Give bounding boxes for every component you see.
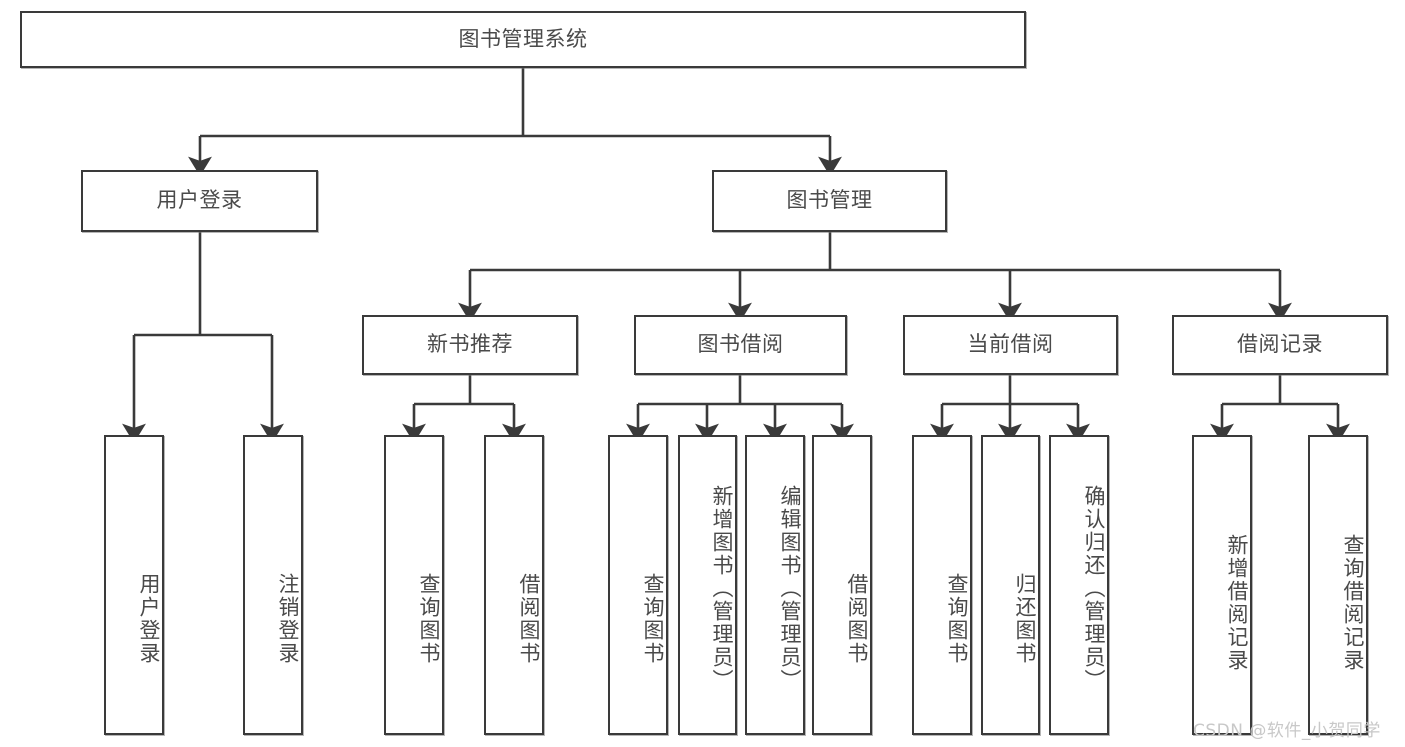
node-leaf-query-book-3[interactable]: 查询图书: [912, 435, 972, 735]
node-leaf-confirm-return-label: 确认归还（管理员）: [1082, 484, 1106, 692]
csdn-watermark: CSDN @软件_小贺同学: [1193, 721, 1381, 741]
node-leaf-edit-book-label: 编辑图书（管理员）: [778, 484, 802, 692]
node-leaf-user-login-label: 用户登录: [137, 573, 161, 665]
node-root[interactable]: 图书管理系统: [20, 11, 1026, 68]
node-leaf-return-book-label: 归还图书: [1013, 573, 1037, 665]
node-book-manage[interactable]: 图书管理: [712, 170, 947, 232]
node-leaf-add-book-label: 新增图书（管理员）: [710, 484, 734, 692]
node-leaf-borrow-book-1[interactable]: 借阅图书: [484, 435, 544, 735]
node-book-manage-label: 图书管理: [786, 188, 873, 213]
node-book-borrow-label: 图书借阅: [697, 332, 784, 357]
node-leaf-confirm-return[interactable]: 确认归还（管理员）: [1049, 435, 1109, 735]
node-leaf-add-book[interactable]: 新增图书（管理员）: [678, 435, 737, 735]
node-leaf-query-book-1[interactable]: 查询图书: [384, 435, 444, 735]
node-leaf-user-login[interactable]: 用户登录: [104, 435, 164, 735]
node-leaf-add-record-label: 新增借阅记录: [1225, 534, 1249, 672]
node-leaf-query-record-label: 查询借阅记录: [1341, 534, 1365, 672]
node-user-login[interactable]: 用户登录: [81, 170, 318, 232]
node-leaf-query-record[interactable]: 查询借阅记录: [1308, 435, 1368, 735]
node-root-label: 图书管理系统: [458, 26, 588, 51]
node-borrow-record[interactable]: 借阅记录: [1172, 315, 1388, 375]
node-leaf-return-book[interactable]: 归还图书: [981, 435, 1040, 735]
node-leaf-user-logout[interactable]: 注销登录: [243, 435, 303, 735]
node-leaf-query-book-2[interactable]: 查询图书: [608, 435, 668, 735]
node-leaf-borrow-book-2-label: 借阅图书: [845, 573, 869, 665]
node-current-borrow[interactable]: 当前借阅: [903, 315, 1118, 375]
node-book-borrow[interactable]: 图书借阅: [634, 315, 847, 375]
node-user-login-label: 用户登录: [156, 188, 243, 213]
node-leaf-query-book-1-label: 查询图书: [417, 573, 441, 665]
node-leaf-user-logout-label: 注销登录: [276, 573, 300, 665]
node-new-book-rec[interactable]: 新书推荐: [362, 315, 578, 375]
node-leaf-query-book-3-label: 查询图书: [945, 573, 969, 665]
node-leaf-borrow-book-1-label: 借阅图书: [517, 573, 541, 665]
node-new-book-rec-label: 新书推荐: [427, 332, 513, 357]
node-leaf-borrow-book-2[interactable]: 借阅图书: [812, 435, 872, 735]
node-leaf-query-book-2-label: 查询图书: [641, 573, 665, 665]
node-current-borrow-label: 当前借阅: [967, 332, 1054, 357]
node-leaf-add-record[interactable]: 新增借阅记录: [1192, 435, 1252, 735]
node-leaf-edit-book[interactable]: 编辑图书（管理员）: [745, 435, 805, 735]
node-borrow-record-label: 借阅记录: [1237, 332, 1323, 357]
